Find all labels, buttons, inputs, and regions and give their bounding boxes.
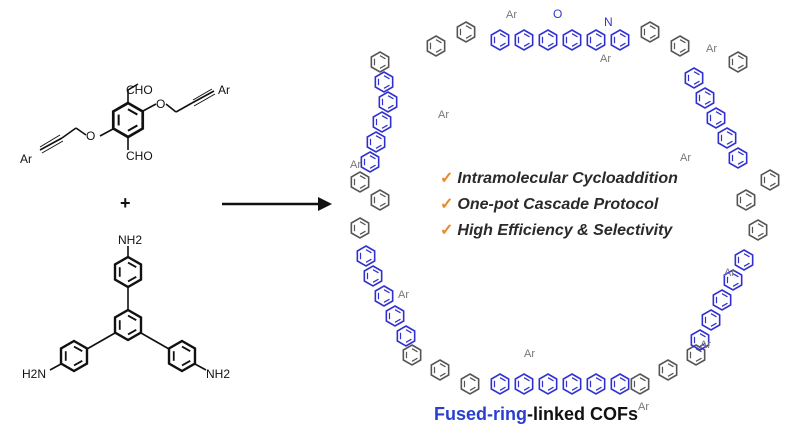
nh2-right-label: NH2 (206, 367, 230, 381)
reaction-arrow (222, 197, 332, 211)
feature-item: ✓High Efficiency & Selectivity (440, 220, 672, 240)
ar-right-label: Ar (218, 83, 230, 97)
framework-ar-label: Ar (506, 9, 517, 21)
triamine-molecule: NH2 H2N NH2 (22, 233, 230, 381)
framework-ar-label-2: Ar (600, 53, 611, 65)
framework-ar-label-4: Ar (680, 152, 691, 164)
feature-item: ✓One-pot Cascade Protocol (440, 194, 658, 214)
ar-left-label: Ar (20, 152, 32, 166)
caption-highlight: Fused-ring (434, 404, 527, 424)
oxygen-right-label: O (156, 97, 165, 111)
framework-ar-label-3: Ar (706, 43, 717, 55)
caption-rest: -linked COFs (527, 404, 639, 424)
oxygen-left-label: O (86, 129, 95, 143)
nh2-top-label: NH2 (118, 233, 142, 247)
feature-text: High Efficiency & Selectivity (457, 222, 673, 239)
framework-ar-label-9: Ar (398, 289, 409, 301)
framework-ar-label-10: Ar (350, 159, 361, 171)
plus-sign: + (120, 193, 131, 213)
framework-ar-label-7: Ar (524, 348, 535, 360)
framework-n-label: N (604, 15, 613, 29)
framework-ar-label-5: Ar (724, 267, 735, 279)
figure-caption: Fused-ring-linked COFs (434, 404, 638, 425)
cof-framework: Ar O N Ar Ar Ar Ar Ar Ar Ar Ar Ar Ar (350, 7, 780, 413)
nh2-left-label: H2N (22, 367, 46, 381)
framework-ar-label-6: Ar (700, 339, 711, 351)
framework-ar-label-11: Ar (438, 109, 449, 121)
framework-o-label: O (553, 7, 562, 21)
check-icon: ✓ (440, 170, 454, 187)
cho-bottom-label: CHO (126, 149, 153, 163)
dialdehyde-molecule: CHO CHO O Ar O Ar (20, 83, 230, 166)
feature-text: Intramolecular Cycloaddition (457, 170, 678, 187)
cho-top-label: CHO (126, 83, 153, 97)
feature-item: ✓Intramolecular Cycloaddition (440, 168, 678, 188)
framework-ar-label-8: Ar (638, 401, 649, 413)
check-icon: ✓ (440, 196, 454, 213)
check-icon: ✓ (440, 222, 454, 239)
feature-text: One-pot Cascade Protocol (457, 196, 659, 213)
